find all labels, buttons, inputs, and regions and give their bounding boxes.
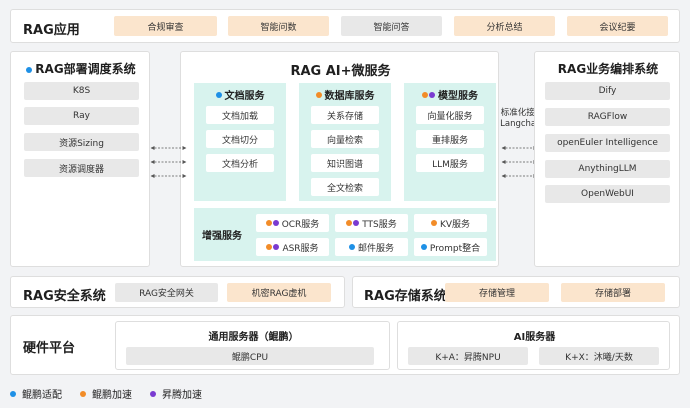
doc-split: 文档切分 (206, 130, 274, 148)
storage-deploy: 存储部署 (561, 283, 665, 302)
db-vector: 向量检索 (311, 130, 379, 148)
legend-kunpeng-accel-dot (80, 390, 86, 397)
rag-app-item-2: 智能问数 (228, 16, 329, 36)
ai-micro-panel: RAG AI+微服务 文档服务 文档加载 文档切分 文档分析 数据库服务 关系存… (180, 51, 499, 267)
doc-load: 文档加载 (206, 106, 274, 124)
doc-analyze: 文档分析 (206, 154, 274, 172)
security-title: RAG安全系统 (23, 289, 106, 304)
general-server-box: 通用服务器（鲲鹏） 鲲鹏CPU (115, 321, 390, 370)
rag-app-item-1: 合规审查 (114, 16, 217, 36)
enh-tts: TTS服务 (335, 214, 408, 232)
orch-panel: RAG业务编排系统 Dify RAGFlow openEuler Intelli… (534, 51, 680, 267)
model-service-box: 模型服务 向量化服务 重排服务 LLM服务 (404, 83, 496, 201)
db-service-box: 数据库服务 关系存储 向量检索 知识图谱 全文检索 (299, 83, 391, 201)
orch-item-ragflow: RAGFlow (545, 108, 670, 126)
orch-title: RAG业务编排系统 (557, 62, 659, 76)
legend: 鲲鹏适配 鲲鹏加速 昇腾加速 (10, 386, 202, 401)
doc-service-title: 文档服务 (194, 87, 286, 102)
enh-mail: 邮件服务 (335, 238, 408, 256)
deploy-item-ray: Ray (24, 107, 139, 125)
security-confidential-vm: 机密RAG虚机 (227, 283, 331, 302)
interface-label-line1: 标准化接口 (500, 108, 544, 118)
orch-item-anythingllm: AnythingLLM (545, 160, 670, 178)
orch-item-openwebui: OpenWebUI (545, 185, 670, 203)
orch-item-dify: Dify (545, 82, 670, 100)
security-panel: RAG安全系统 RAG安全网关 机密RAG虚机 (10, 276, 345, 308)
model-embedding: 向量化服务 (416, 106, 484, 124)
legend-kunpeng-adapt-dot (10, 390, 16, 397)
enh-prompt: Prompt整合 (414, 238, 487, 256)
storage-title: RAG存储系统 (364, 289, 447, 304)
legend-kunpeng-accel: 鲲鹏加速 (92, 390, 132, 401)
legend-kunpeng-adapt: 鲲鹏适配 (22, 390, 62, 401)
ai-server-title: AI服务器 (513, 332, 556, 343)
interface-label: 标准化接口 Langchain (496, 108, 548, 130)
deploy-item-scheduler: 资源调度器 (24, 159, 139, 177)
legend-ascend-accel-dot (150, 390, 156, 397)
storage-manage: 存储管理 (445, 283, 549, 302)
deploy-panel: RAG部署调度系统 K8S Ray 资源Sizing 资源调度器 (10, 51, 150, 267)
model-rerank: 重排服务 (416, 130, 484, 148)
interface-label-line2: Langchain (500, 119, 544, 129)
db-fulltext: 全文检索 (311, 178, 379, 196)
orch-item-openeuler: openEuler Intelligence (545, 134, 670, 152)
rag-app-panel: RAG应用 合规审查 智能问数 智能问答 分析总结 会议纪要 (10, 9, 680, 43)
enhanced-service-title: 增强服务 (202, 231, 242, 242)
db-graph: 知识图谱 (311, 154, 379, 172)
model-service-title: 模型服务 (404, 87, 496, 102)
hardware-panel: 硬件平台 通用服务器（鲲鹏） 鲲鹏CPU AI服务器 K+A：昇腾NPU K+X… (10, 315, 680, 375)
legend-ascend-accel: 昇腾加速 (162, 390, 202, 401)
enh-kv: KV服务 (414, 214, 487, 232)
rag-app-item-5: 会议纪要 (567, 16, 668, 36)
deploy-title: RAG部署调度系统 (11, 60, 151, 77)
rag-app-item-4: 分析总结 (454, 16, 555, 36)
kunpeng-cpu: 鲲鹏CPU (126, 347, 374, 365)
model-llm: LLM服务 (416, 154, 484, 172)
db-relational: 关系存储 (311, 106, 379, 124)
security-gateway: RAG安全网关 (115, 283, 218, 302)
rag-app-item-3: 智能问答 (341, 16, 442, 36)
ai-server-ascend: K+A：昇腾NPU (408, 347, 528, 365)
doc-service-box: 文档服务 文档加载 文档切分 文档分析 (194, 83, 286, 201)
deploy-item-k8s: K8S (24, 82, 139, 100)
db-service-title: 数据库服务 (299, 87, 391, 102)
enh-asr: ASR服务 (256, 238, 329, 256)
general-server-title: 通用服务器（鲲鹏） (208, 332, 299, 343)
storage-panel: RAG存储系统 存储管理 存储部署 (352, 276, 680, 308)
enh-ocr: OCR服务 (256, 214, 329, 232)
enhanced-service-box: 增强服务 OCR服务 TTS服务 KV服务 ASR服务 邮件服务 Prompt整… (194, 208, 496, 261)
ai-micro-title: RAG AI+微服务 (290, 64, 391, 79)
rag-app-title: RAG应用 (23, 23, 80, 38)
kunpeng-adapt-dot (26, 66, 33, 73)
deploy-item-sizing: 资源Sizing (24, 133, 139, 151)
ai-server-box: AI服务器 K+A：昇腾NPU K+X：沐曦/天数 (397, 321, 670, 370)
ai-server-mx: K+X：沐曦/天数 (539, 347, 659, 365)
hardware-title: 硬件平台 (23, 341, 76, 356)
